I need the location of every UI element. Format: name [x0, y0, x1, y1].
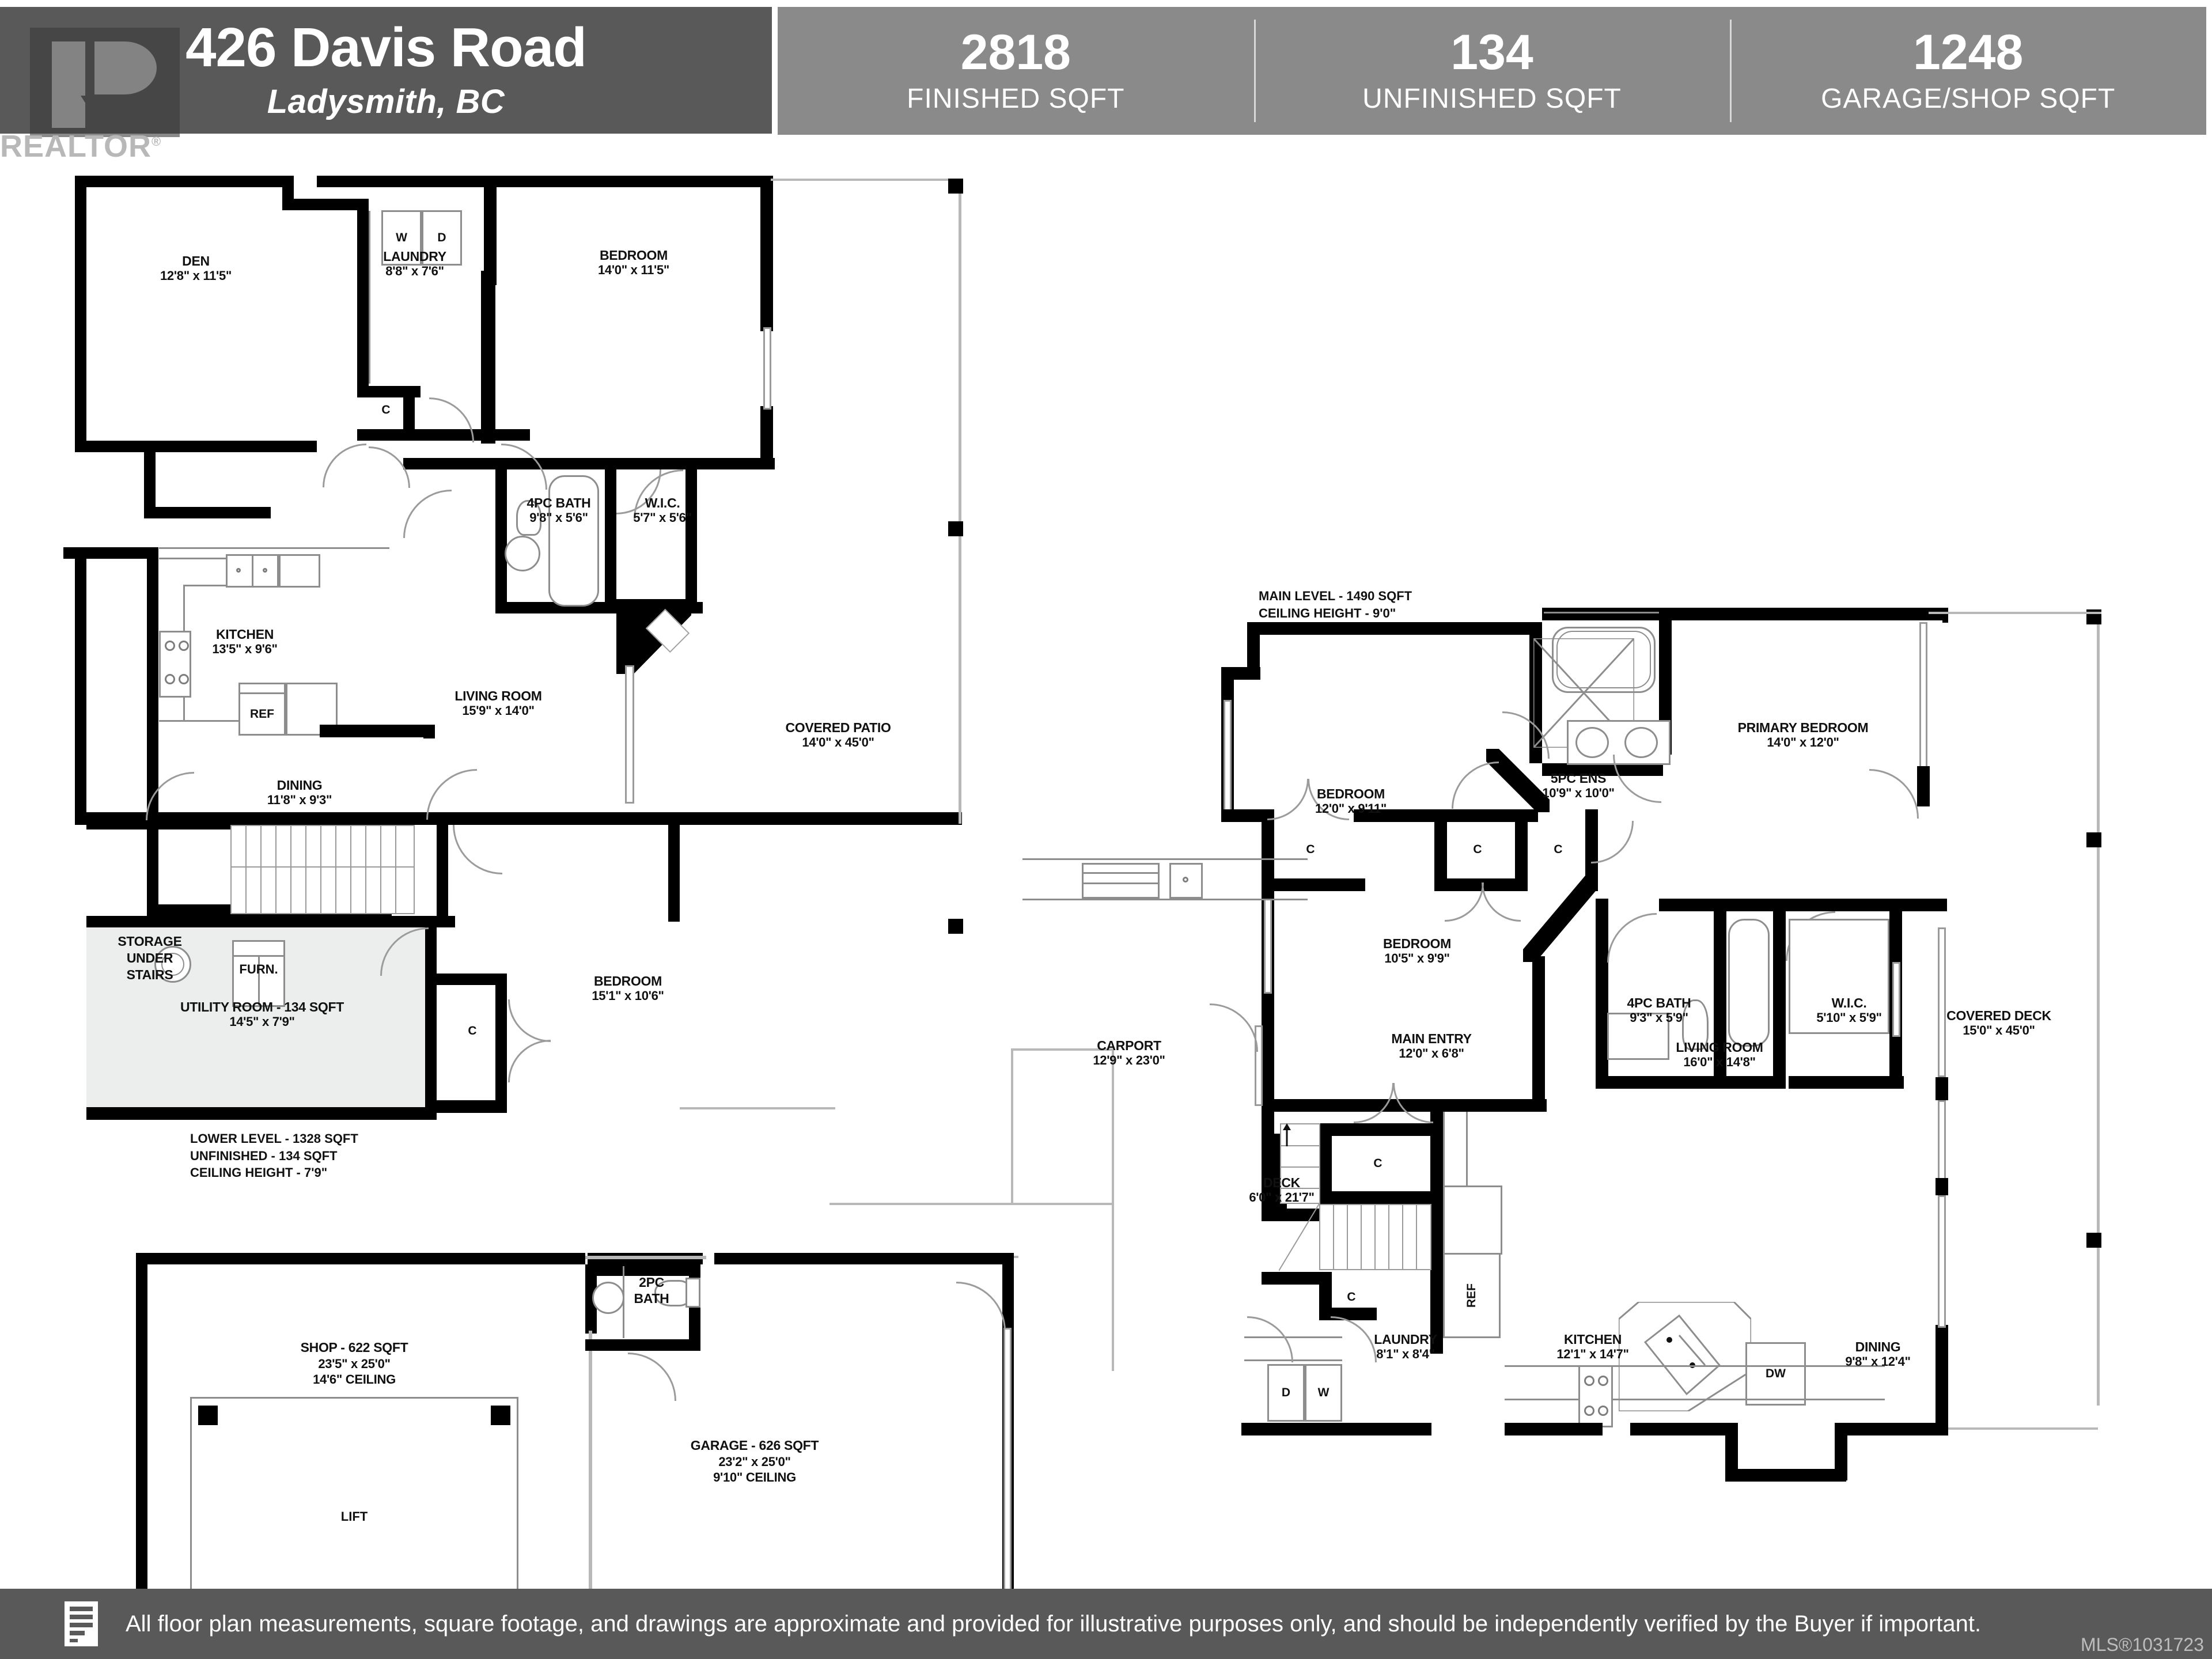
- toilet-icon: [516, 500, 541, 536]
- lower-level-notes: LOWER LEVEL - 1328 SQFT UNFINISHED - 134…: [190, 1131, 358, 1180]
- closet-label: C: [1373, 1156, 1382, 1170]
- room-label-covered-deck: COVERED DECK 15'0" x 45'0": [1946, 1008, 2051, 1038]
- address-block: 426 Davis Road Ladysmith, BC: [0, 7, 772, 134]
- room-label-main-entry: MAIN ENTRY 12'0" x 6'8": [1391, 1031, 1472, 1061]
- room-label-utility: UTILITY ROOM - 134 SQFT 14'5" x 7'9": [180, 999, 344, 1029]
- room-label-carport: CARPORT 12'9" x 23'0": [1093, 1038, 1165, 1068]
- page-footer: All floor plan measurements, square foot…: [0, 1589, 2212, 1659]
- stat-label: FINISHED SQFT: [907, 83, 1125, 114]
- stat-label: UNFINISHED SQFT: [1362, 83, 1622, 114]
- mls-number: MLS®1031723: [2081, 1634, 2204, 1655]
- dishwasher-label: DW: [1766, 1367, 1786, 1380]
- angled-wall: [1523, 876, 1598, 962]
- room-label-primary-bedroom: PRIMARY BEDROOM 14'0" x 12'0": [1737, 720, 1869, 750]
- room-label-living-room-lower: LIVING ROOM 15'9" x 14'0": [454, 688, 542, 718]
- room-label-shop: SHOP - 622 SQFT 23'5" x 25'0" 14'6" CEIL…: [300, 1340, 408, 1387]
- bathtub-icon: [548, 475, 599, 607]
- room-label-den: DEN 12'8" x 11'5": [160, 253, 232, 283]
- washer-label: W: [396, 231, 407, 244]
- bbq-icon: [1082, 863, 1160, 899]
- room-label-bath-4pc-lower: 4PC BATH 9'8" x 5'6": [527, 495, 591, 525]
- stat-label: GARAGE/SHOP SQFT: [1821, 83, 2116, 114]
- room-label-covered-patio: COVERED PATIO 14'0" x 45'0": [785, 720, 891, 750]
- room-label-deck: DECK 6'0" x 21'7": [1249, 1175, 1315, 1205]
- room-label-laundry: LAUNDRY 8'8" x 7'6": [383, 249, 446, 279]
- toilet-icon: [1682, 999, 1709, 1050]
- stat-value: 2818: [960, 24, 1071, 80]
- floorplan-canvas: DW REF W D C: [0, 144, 2212, 1659]
- room-label-bedroom-upper: BEDROOM 14'0" x 11'5": [597, 248, 670, 278]
- fridge-label: REF: [1465, 1283, 1478, 1308]
- room-label-bedroom-lower: BEDROOM 15'1" x 10'6": [592, 974, 664, 1003]
- closet-label: C: [468, 1024, 477, 1037]
- lift-label: LIFT: [340, 1509, 368, 1524]
- bathtub-icon: [1728, 919, 1770, 1047]
- stair-winder-icon: [1279, 1204, 1319, 1271]
- closet-label: C: [381, 403, 391, 416]
- stat-finished-sqft: 2818 FINISHED SQFT: [778, 7, 1254, 135]
- closet-label: C: [1347, 1290, 1356, 1304]
- stats-bar: 2818 FINISHED SQFT 134 UNFINISHED SQFT 1…: [778, 7, 2206, 135]
- sink-icon: [505, 536, 540, 571]
- fridge-label: REF: [250, 707, 274, 721]
- stat-value: 1248: [1913, 24, 2024, 80]
- stat-unfinished-sqft: 134 UNFINISHED SQFT: [1253, 7, 1730, 135]
- room-label-dining-main: DINING 9'8" x 12'4": [1845, 1339, 1911, 1369]
- room-label-wic-lower: W.I.C. 5'7" x 5'6": [633, 495, 692, 525]
- page-title: 426 Davis Road: [185, 16, 587, 78]
- room-label-laundry-main: LAUNDRY 8'1" x 8'4": [1374, 1332, 1437, 1362]
- closet-label: C: [1306, 843, 1315, 856]
- room-label-wic-main: W.I.C. 5'10" x 5'9": [1816, 995, 1882, 1025]
- room-label-kitchen: KITCHEN 13'5" x 9'6": [212, 627, 278, 657]
- angled-wall: [1486, 749, 1550, 812]
- room-label-2pc-bath: 2PC BATH: [634, 1275, 669, 1306]
- dryer-label: D: [1281, 1386, 1291, 1399]
- main-level-notes: MAIN LEVEL - 1490 SQFT CEILING HEIGHT - …: [1259, 589, 1412, 620]
- stair-up-arrow-icon: [1283, 1123, 1291, 1146]
- room-label-garage: GARAGE - 626 SQFT 23'2" x 25'0" 9'10" CE…: [690, 1438, 819, 1485]
- outdoor-sink-icon: [1169, 863, 1203, 899]
- room-label-5pc-ens: 5PC ENS 10'9" x 10'0": [1542, 771, 1615, 801]
- room-label-living-room-main: LIVING ROOM 16'0" x 14'8": [1676, 1040, 1763, 1070]
- room-label-kitchen-main: KITCHEN 12'1" x 14'7": [1556, 1332, 1629, 1362]
- stat-value: 134: [1450, 24, 1533, 80]
- washer-label: W: [1317, 1386, 1330, 1399]
- dryer-label: D: [437, 231, 446, 244]
- storage-under-stairs-label: STORAGE UNDER STAIRS: [118, 934, 182, 982]
- closet-label: C: [1554, 843, 1563, 856]
- furnace-label: FURN.: [239, 962, 278, 976]
- room-label-dining-lower: DINING 11'8" x 9'3": [267, 778, 332, 808]
- room-label-bedroom-main-upper: BEDROOM 12'0" x 9'11": [1315, 786, 1387, 816]
- closet-label: C: [1473, 843, 1482, 856]
- disclaimer-text: All floor plan measurements, square foot…: [126, 1611, 1982, 1637]
- room-label-bath-4pc-main: 4PC BATH 9'3" x 5'9": [1627, 995, 1691, 1025]
- document-icon: [65, 1601, 98, 1646]
- stat-garage-shop-sqft: 1248 GARAGE/SHOP SQFT: [1730, 7, 2206, 135]
- page-header: 426 Davis Road Ladysmith, BC REALTOR® 28…: [0, 0, 2212, 164]
- page-subtitle: Ladysmith, BC: [267, 82, 505, 120]
- room-label-bedroom-main-mid: BEDROOM 10'5" x 9'9": [1382, 936, 1451, 966]
- kitchen-island-icon: [1619, 1302, 1751, 1411]
